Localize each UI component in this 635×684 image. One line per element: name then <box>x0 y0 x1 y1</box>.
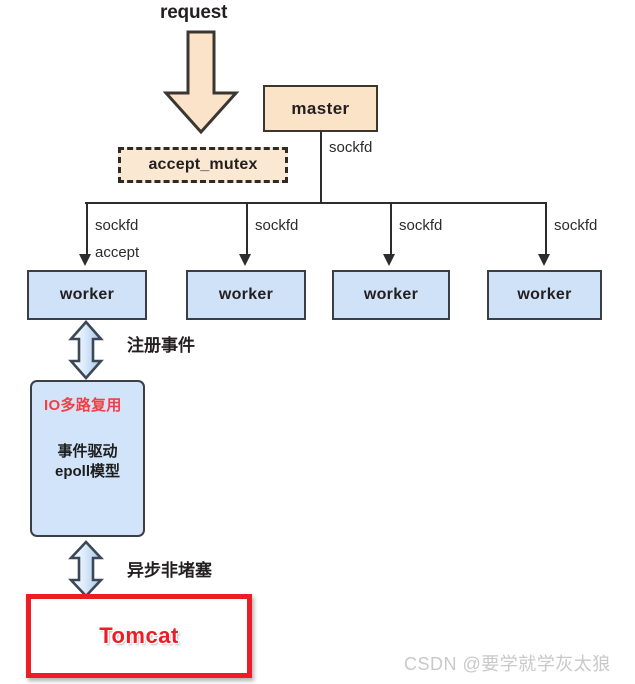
request-label: request <box>160 2 228 23</box>
worker-box-2: worker <box>186 270 306 320</box>
worker-arrowhead-3 <box>383 254 395 266</box>
watermark-text: CSDN @要学就学灰太狼 <box>404 654 611 674</box>
worker-arrowhead-4 <box>538 254 550 266</box>
master-box: master <box>263 85 378 132</box>
worker-branch-line-3 <box>390 202 392 256</box>
master-trunk-line <box>320 132 322 203</box>
tomcat-label: Tomcat <box>99 623 179 648</box>
accept-mutex-box: accept_mutex <box>118 147 288 183</box>
async-nonblocking-label: 异步非堵塞 <box>127 561 212 580</box>
worker-label-4: worker <box>517 286 572 303</box>
master-sockfd-label: sockfd <box>329 139 373 156</box>
worker-box-1: worker <box>27 270 147 320</box>
double-arrow-vertical-icon-register <box>68 320 104 380</box>
worker-branch-line-4 <box>545 202 547 256</box>
io-multiplexing-box: IO多路复用 事件驱动 epoll模型 <box>30 380 145 537</box>
register-event-label: 注册事件 <box>127 336 195 355</box>
worker-sockfd-label-2: sockfd <box>255 217 299 234</box>
io-model-text: 事件驱动 epoll模型 <box>32 442 143 483</box>
distribution-bus-line <box>85 202 546 204</box>
double-arrow-vertical-icon-async <box>68 540 104 598</box>
worker-sockfd-label-4: sockfd <box>554 217 598 234</box>
io-multiplexing-label: IO多路复用 <box>44 397 122 414</box>
worker-sockfd-label-3: sockfd <box>399 217 443 234</box>
worker-branch-line-1 <box>86 202 88 256</box>
worker-label-1: worker <box>59 286 115 303</box>
tomcat-box: Tomcat <box>26 594 252 678</box>
io-model-line-1: 事件驱动 <box>57 443 118 460</box>
worker-box-4: worker <box>487 270 602 320</box>
accept-mutex-label: accept_mutex <box>148 156 258 173</box>
io-model-line-2: epoll模型 <box>54 463 120 481</box>
worker-sockfd-label-1: sockfd <box>95 217 139 234</box>
worker-branch-line-2 <box>246 202 248 256</box>
worker-label-2: worker <box>218 286 274 303</box>
block-arrow-down-icon <box>162 30 240 135</box>
accept-label: accept <box>95 244 140 261</box>
worker-arrowhead-1 <box>79 254 91 266</box>
worker-box-3: worker <box>332 270 450 320</box>
worker-label-3: worker <box>363 286 419 303</box>
master-label: master <box>291 98 350 118</box>
worker-arrowhead-2 <box>239 254 251 266</box>
